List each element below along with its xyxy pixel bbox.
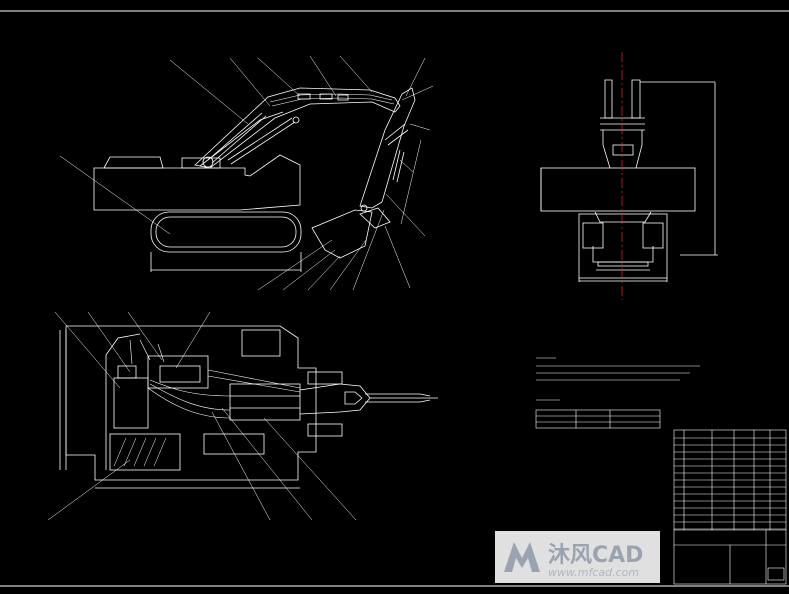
excavator-side-view — [93, 87, 416, 272]
side-view-leaders — [59, 55, 434, 291]
technical-notes — [536, 357, 700, 401]
excavator-top-view — [59, 325, 438, 489]
title-block — [673, 429, 787, 585]
excavator-front-view — [540, 79, 718, 282]
top-view-leaders — [47, 311, 357, 521]
sheet-frame — [0, 10, 789, 587]
notes-table — [535, 409, 661, 429]
watermark-url: www.mfcad.com — [548, 566, 640, 579]
watermark-brand: 沐风CAD — [548, 543, 644, 568]
mfcad-logo-icon — [504, 542, 540, 572]
